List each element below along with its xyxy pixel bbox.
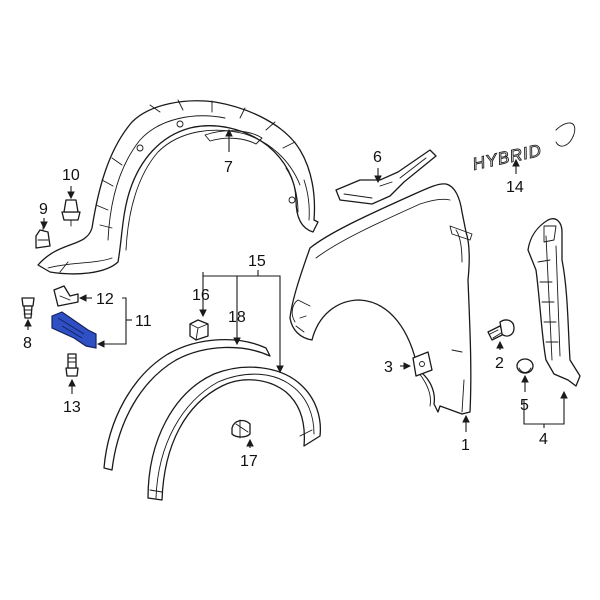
highlighted-bracket-part-11	[51, 311, 97, 349]
callout-11: 11	[135, 313, 152, 330]
screw-part-8	[21, 297, 35, 319]
bracket-part-12	[53, 285, 79, 307]
clip-part-16	[189, 319, 209, 341]
wheel-opening-moulding	[103, 338, 271, 471]
callout-18: 18	[228, 309, 246, 326]
wheel-arch-flare	[147, 366, 322, 501]
callout-10: 10	[62, 167, 80, 184]
clip-part-17	[231, 419, 251, 439]
hybrid-emblem-text: HYBRID	[471, 141, 544, 174]
callout-14: 14	[506, 179, 524, 196]
callout-17: 17	[240, 453, 258, 470]
callout-5: 5	[520, 397, 529, 414]
front-fender	[289, 183, 473, 415]
callout-8: 8	[23, 335, 32, 352]
callout-4: 4	[539, 431, 548, 448]
callout-9: 9	[39, 201, 48, 218]
callout-1: 1	[461, 437, 470, 454]
callout-6: 6	[373, 149, 382, 166]
callout-7: 7	[224, 159, 233, 176]
fender-insulator	[527, 218, 581, 387]
plate-pad	[412, 351, 433, 377]
callout-16: 16	[192, 287, 210, 304]
callout-2: 2	[495, 355, 504, 372]
fender-liner	[37, 99, 319, 275]
bolt-part-2	[487, 319, 515, 341]
screw-part-13	[65, 353, 79, 377]
callout-3: 3	[384, 359, 393, 376]
callout-15: 15	[248, 253, 266, 270]
clip-part-5	[516, 358, 534, 374]
leader-lines	[24, 128, 568, 448]
retainer-part-9	[35, 225, 51, 249]
callout-labels: 1 2 3 4 5 6 7 8 9 10 11 12 13 14 15 16 1…	[23, 149, 548, 470]
fender-seal	[335, 149, 437, 205]
callout-13: 13	[63, 399, 81, 416]
callout-12: 12	[96, 291, 114, 308]
clip-part-10	[61, 199, 81, 227]
hybrid-emblem: HYBRID	[470, 122, 576, 174]
